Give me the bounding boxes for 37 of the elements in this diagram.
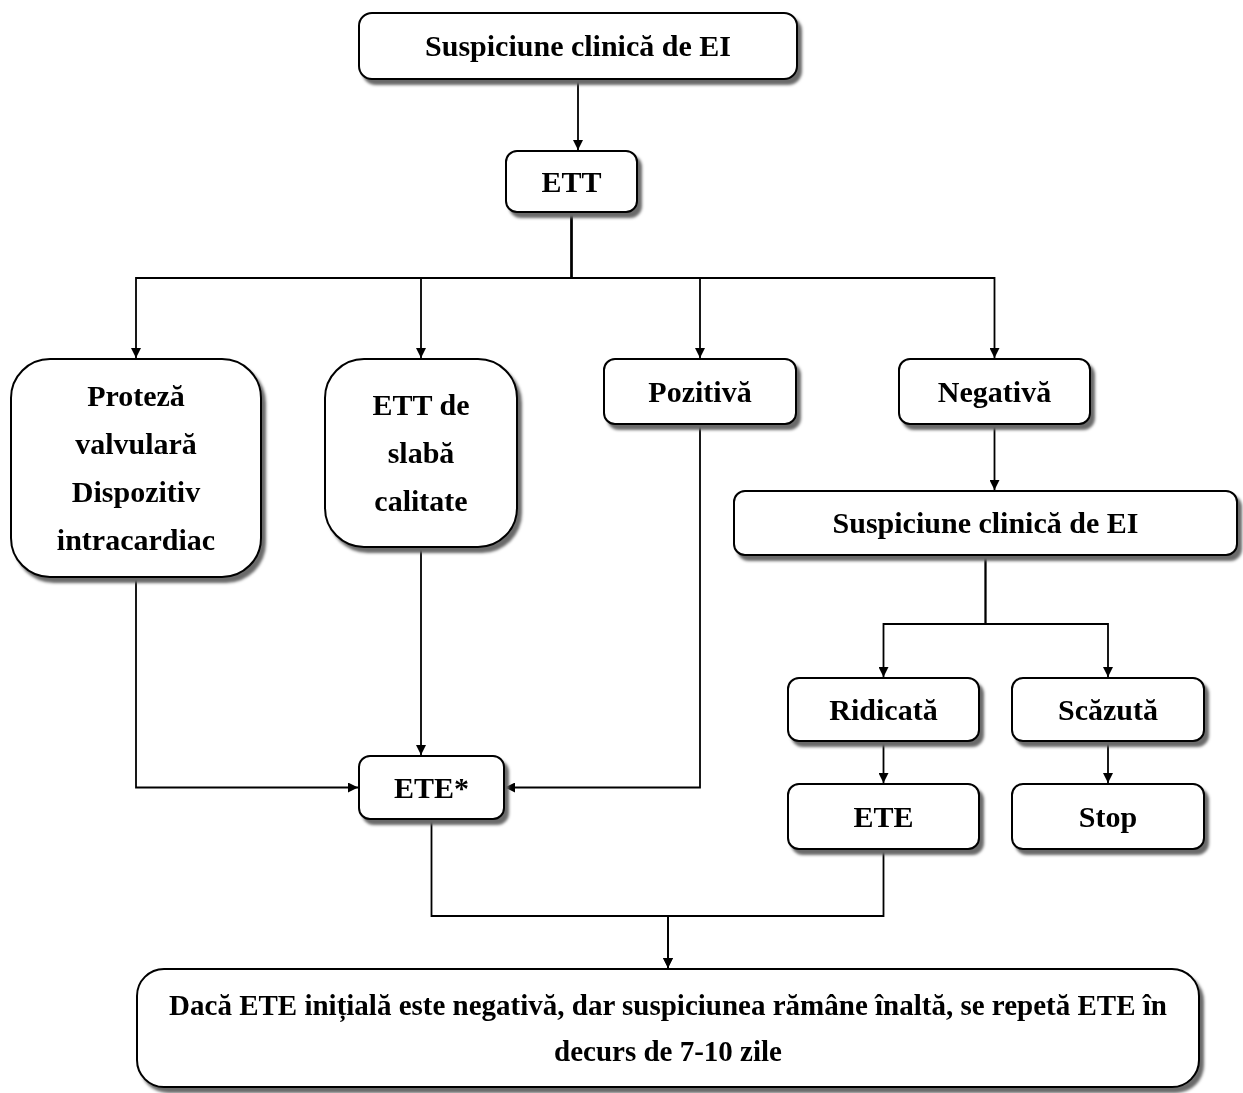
arrow [1103,741,1113,784]
box-label: ETT [541,163,602,200]
box-label: ETE [853,798,914,835]
box-label: Scăzută [1058,691,1158,728]
box-label: Pozitivă [648,373,752,410]
arrow [135,577,359,793]
box-label: Stop [1078,798,1138,835]
arrow [989,424,1000,491]
process-box [733,490,1238,556]
process-box [358,12,798,80]
process-box [787,677,980,742]
process-box [898,358,1091,425]
process-box [787,783,980,850]
box-label: Suspiciune clinică de EI [832,505,1139,541]
process-box [1011,677,1205,742]
arrow [878,741,889,784]
box-label: Negativă [937,373,1052,410]
process-box [1011,783,1205,850]
box-label: Suspiciune clinică de EI [425,28,731,64]
box-label: Ridicată [829,691,938,728]
arrow [570,212,1000,359]
box-label: Dacă ETE inițială este negativă, dar suspiciunea rămâne înaltă, se repetă ETE în decurs de 7-10 zile [168,988,1168,1069]
arrow [663,849,885,969]
arrow [416,547,426,756]
process-box [136,968,1200,1088]
arrow [573,79,583,151]
process-box [603,358,797,425]
process-box [505,150,638,213]
box-label: Dispozitiv intracardiac [55,474,217,558]
process-box [10,358,262,578]
process-box [358,755,505,820]
box-label: Proteză valvulară [74,378,198,462]
arrow [504,424,701,793]
box-label: ETE* [394,769,469,806]
arrow [984,555,1113,678]
box-label: ETT de slabă calitate [371,387,471,519]
process-box [324,358,518,548]
